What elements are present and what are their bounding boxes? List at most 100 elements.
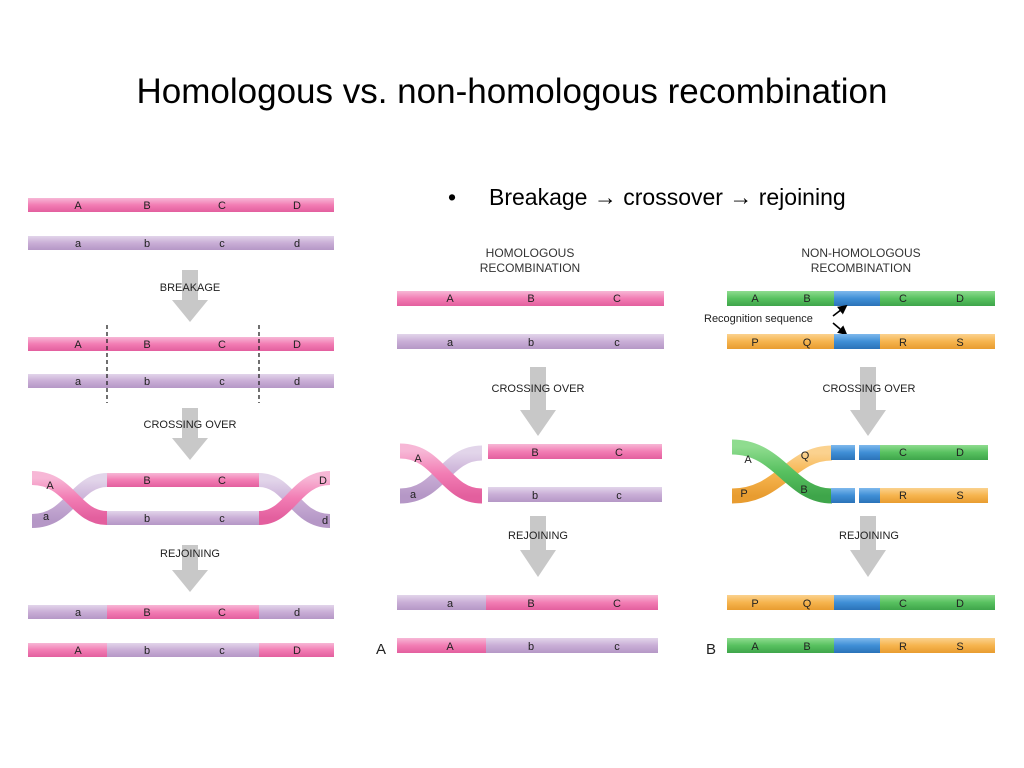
locus-label: a: [75, 376, 82, 388]
locus-label: D: [319, 475, 327, 487]
locus-label: S: [956, 641, 963, 653]
chromosome-bar: [880, 595, 995, 610]
locus-label: B: [803, 293, 810, 305]
locus-label: C: [218, 475, 226, 487]
crossing-strand: [399, 443, 483, 504]
chromosome-bar: [880, 488, 988, 503]
locus-label: P: [740, 488, 747, 500]
chromosome-bar: [397, 595, 487, 610]
chromosome-bar: [727, 291, 835, 306]
chromosome-bar: [259, 605, 334, 619]
recognition-sequence: [831, 445, 855, 460]
panel-header: RECOMBINATION: [811, 261, 911, 275]
locus-label: D: [956, 293, 964, 305]
step-label: BREAKAGE: [160, 282, 221, 294]
down-arrow: [850, 367, 886, 436]
locus-label: b: [144, 513, 150, 525]
locus-label: D: [293, 339, 301, 351]
locus-label: R: [899, 490, 907, 502]
locus-label: C: [218, 607, 226, 619]
down-arrow: [520, 516, 556, 577]
step-label: REJOINING: [160, 548, 220, 560]
locus-label: S: [956, 490, 963, 502]
panel-label: A: [376, 641, 386, 658]
chromosome-bar: [727, 595, 835, 610]
crossing-strand: [258, 471, 331, 525]
locus-label: d: [322, 515, 328, 527]
locus-label: a: [43, 511, 50, 523]
chromosome-bar: [488, 444, 662, 459]
locus-label: B: [143, 200, 150, 212]
recognition-sequence: [859, 488, 881, 503]
chromosome-bar: [397, 638, 487, 653]
locus-label: B: [143, 475, 150, 487]
panel-header: HOMOLOGOUS: [486, 246, 575, 260]
locus-label: a: [447, 337, 454, 349]
chromosome-bar: [107, 605, 260, 619]
locus-label: S: [956, 337, 963, 349]
recognition-sequence: [831, 488, 855, 503]
locus-label: Q: [803, 598, 812, 610]
locus-label: R: [899, 641, 907, 653]
recognition-sequence: [859, 445, 881, 460]
pointer-arrow: [832, 304, 848, 317]
chromosome-bar: [486, 638, 658, 653]
locus-label: c: [616, 490, 622, 502]
bullet-dot: •: [448, 184, 457, 210]
chromosome-bar: [107, 643, 260, 657]
locus-label: A: [446, 293, 454, 305]
locus-label: a: [75, 238, 82, 250]
locus-label: R: [899, 337, 907, 349]
bullet-point: • Breakage → crossover → rejoining: [448, 184, 846, 211]
chromosome-bar: [880, 638, 995, 653]
locus-label: b: [144, 645, 150, 657]
recognition-sequence: [834, 334, 881, 349]
locus-label: Q: [803, 337, 812, 349]
locus-label: C: [613, 598, 621, 610]
locus-label: C: [613, 293, 621, 305]
locus-label: c: [219, 376, 225, 388]
chromosome-bar: [397, 334, 664, 349]
locus-label: d: [294, 376, 300, 388]
down-arrow: [172, 408, 208, 460]
locus-label: d: [294, 607, 300, 619]
homologous-panel: HOMOLOGOUS RECOMBINATION A B C a b c CRO…: [376, 246, 664, 658]
panel-label: B: [706, 641, 716, 658]
chromosome-bar: [397, 291, 664, 306]
bullet-text: Breakage → crossover → rejoining: [489, 184, 846, 210]
chromosome-bar: [28, 643, 108, 657]
crossing-strand: [31, 471, 108, 525]
step-label: CROSSING OVER: [823, 383, 916, 395]
locus-label: B: [527, 598, 534, 610]
locus-label: C: [218, 339, 226, 351]
locus-label: a: [410, 489, 417, 501]
locus-label: a: [447, 598, 454, 610]
down-arrow: [520, 367, 556, 436]
locus-label: A: [751, 293, 759, 305]
locus-label: B: [803, 641, 810, 653]
step-label: CROSSING OVER: [144, 419, 237, 431]
locus-label: B: [143, 339, 150, 351]
locus-label: P: [751, 337, 758, 349]
recognition-label: Recognition sequence: [704, 313, 813, 325]
locus-label: c: [219, 238, 225, 250]
step-label: REJOINING: [839, 530, 899, 542]
crossing-strand: [731, 439, 833, 504]
chromosome-bar: [28, 198, 334, 212]
down-arrow: [172, 545, 208, 592]
step-label: CROSSING OVER: [492, 383, 585, 395]
chromosome-bar: [107, 511, 259, 525]
chromosome-bar: [107, 473, 259, 487]
locus-label: b: [532, 490, 538, 502]
locus-label: D: [293, 200, 301, 212]
locus-label: C: [899, 447, 907, 459]
locus-label: A: [414, 453, 422, 465]
step-label: REJOINING: [508, 530, 568, 542]
chromosome-bar: [28, 337, 334, 351]
locus-label: B: [531, 447, 538, 459]
locus-label: A: [74, 645, 82, 657]
locus-label: D: [293, 645, 301, 657]
locus-label: c: [614, 337, 620, 349]
locus-label: b: [144, 238, 150, 250]
